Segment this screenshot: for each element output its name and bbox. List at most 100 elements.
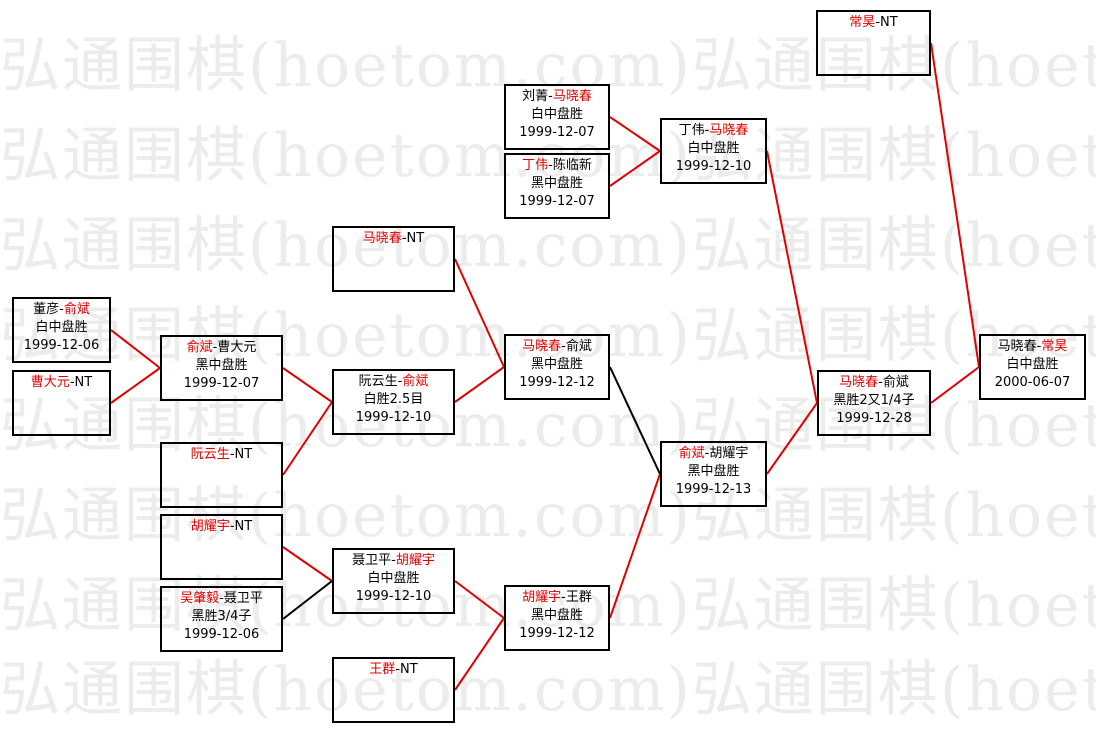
- bracket-connector: [930, 42, 980, 368]
- match-players: 王群-NT: [334, 661, 453, 679]
- player-two: 马晓春: [709, 123, 749, 138]
- match-players: 胡耀宇-NT: [162, 518, 281, 536]
- player-one: 阮云生: [190, 447, 230, 462]
- match-players: 阮云生-俞斌: [334, 373, 453, 391]
- match-players: 吴肇毅-聂卫平: [162, 590, 281, 608]
- player-one: 马晓春: [522, 339, 562, 354]
- match-players: 丁伟-陈临新: [506, 157, 608, 175]
- player-one: 丁伟: [522, 158, 549, 173]
- match-box[interactable]: 常昊-NT: [816, 10, 931, 76]
- match-box[interactable]: 马晓春-常昊 白中盘胜 2000-06-07: [979, 334, 1086, 400]
- match-result: 白中盘胜: [1006, 357, 1059, 372]
- player-two: 胡耀宇: [709, 446, 749, 461]
- bracket-connector: [609, 116, 661, 152]
- match-players: 俞斌-胡耀宇: [662, 445, 765, 463]
- match-date: 1999-12-12: [519, 375, 595, 390]
- player-one: 丁伟: [678, 123, 705, 138]
- vs-separator: -: [59, 302, 64, 317]
- match-box[interactable]: 胡耀宇-王群 黑中盘胜 1999-12-12: [504, 585, 610, 651]
- player-one: 马晓春: [362, 231, 402, 246]
- match-box[interactable]: 马晓春-NT: [332, 226, 455, 292]
- bracket-connector: [282, 546, 333, 582]
- player-two: NT: [74, 375, 93, 390]
- match-result: 黑中盘胜: [530, 608, 583, 623]
- match-date: 1999-12-07: [183, 376, 260, 391]
- vs-separator: -: [69, 375, 75, 390]
- match-box[interactable]: 董彦-俞斌 白中盘胜 1999-12-06: [12, 297, 111, 363]
- player-two: 常昊: [1041, 339, 1068, 354]
- player-two: 陈临新: [552, 158, 592, 173]
- match-players: 胡耀宇-王群: [506, 589, 608, 607]
- match-date: 1999-12-07: [519, 194, 595, 209]
- match-result: 黑中盘胜: [530, 176, 583, 191]
- match-result: 黑胜2又1/4子: [833, 393, 915, 408]
- player-one: 马晓春: [839, 375, 879, 390]
- vs-separator: -: [561, 590, 566, 605]
- player-two: NT: [400, 662, 418, 677]
- match-box[interactable]: 王群-NT: [332, 657, 455, 723]
- bracket-connector: [609, 150, 661, 187]
- player-one: 胡耀宇: [522, 590, 562, 605]
- match-players: 马晓春-NT: [334, 230, 453, 248]
- match-box[interactable]: 俞斌-胡耀宇 黑中盘胜 1999-12-13: [660, 441, 767, 507]
- bracket-connector: [454, 617, 505, 691]
- player-one: 俞斌: [678, 446, 705, 461]
- match-result: 白胜2.5目: [363, 392, 424, 407]
- match-date: 1999-12-10: [355, 410, 432, 425]
- match-players: 曹大元-NT: [14, 374, 109, 392]
- match-players: 俞斌-曹大元: [162, 339, 281, 357]
- bracket-connector: [454, 366, 505, 403]
- bracket-connector: [282, 580, 333, 620]
- player-two: 曹大元: [217, 340, 257, 355]
- player-one: 常昊: [849, 15, 876, 30]
- match-box[interactable]: 俞斌-曹大元 黑中盘胜 1999-12-07: [160, 335, 283, 401]
- vs-separator: -: [212, 340, 218, 355]
- match-box[interactable]: 曹大元-NT: [12, 370, 111, 436]
- player-one: 胡耀宇: [190, 519, 230, 534]
- player-one: 王群: [369, 662, 396, 677]
- vs-separator: -: [548, 158, 553, 173]
- vs-separator: -: [704, 446, 710, 461]
- bracket-connector: [454, 258, 505, 368]
- vs-separator: -: [1036, 339, 1042, 354]
- bracket-connector: [609, 366, 661, 475]
- vs-separator: -: [229, 447, 235, 462]
- match-result: 黑中盘胜: [687, 464, 740, 479]
- player-two: NT: [406, 231, 425, 246]
- match-date: 1999-12-06: [183, 627, 260, 642]
- match-date: 1999-12-10: [355, 589, 432, 604]
- player-two: 俞斌: [565, 339, 592, 354]
- vs-separator: -: [397, 374, 403, 389]
- match-box[interactable]: 聂卫平-胡耀宇 白中盘胜 1999-12-10: [332, 548, 455, 614]
- match-date: 1999-12-13: [675, 482, 752, 497]
- match-players: 马晓春-俞斌: [819, 374, 929, 392]
- match-players: 聂卫平-胡耀宇: [334, 552, 453, 570]
- match-box[interactable]: 吴肇毅-聂卫平 黑胜3/4子 1999-12-06: [160, 586, 283, 652]
- player-one: 俞斌: [186, 340, 213, 355]
- vs-separator: -: [878, 375, 883, 390]
- bracket-connector: [930, 366, 980, 404]
- match-box[interactable]: 丁伟-陈临新 黑中盘胜 1999-12-07: [504, 153, 610, 219]
- match-date: 1999-12-10: [675, 159, 752, 174]
- vs-separator: -: [704, 123, 710, 138]
- match-box[interactable]: 丁伟-马晓春 白中盘胜 1999-12-10: [660, 118, 767, 184]
- match-box[interactable]: 马晓春-俞斌 黑中盘胜 1999-12-12: [504, 334, 610, 400]
- player-one: 曹大元: [30, 375, 70, 390]
- match-box[interactable]: 阮云生-NT: [160, 442, 283, 508]
- vs-separator: -: [229, 519, 235, 534]
- match-box[interactable]: 阮云生-俞斌 白胜2.5目 1999-12-10: [332, 369, 455, 435]
- match-box[interactable]: 刘菁-马晓春 白中盘胜 1999-12-07: [504, 84, 610, 150]
- player-two: NT: [880, 15, 898, 30]
- match-box[interactable]: 马晓春-俞斌 黑胜2又1/4子 1999-12-28: [817, 370, 931, 436]
- match-result: 黑中盘胜: [195, 358, 248, 373]
- match-date: 1999-12-12: [519, 626, 595, 641]
- player-two: 聂卫平: [223, 591, 263, 606]
- match-box[interactable]: 胡耀宇-NT: [160, 514, 283, 580]
- vs-separator: -: [548, 89, 553, 104]
- match-date: 1999-12-06: [23, 338, 100, 353]
- player-one: 董彦: [33, 302, 60, 317]
- bracket-connector: [110, 367, 161, 404]
- bracket-connector: [282, 367, 333, 403]
